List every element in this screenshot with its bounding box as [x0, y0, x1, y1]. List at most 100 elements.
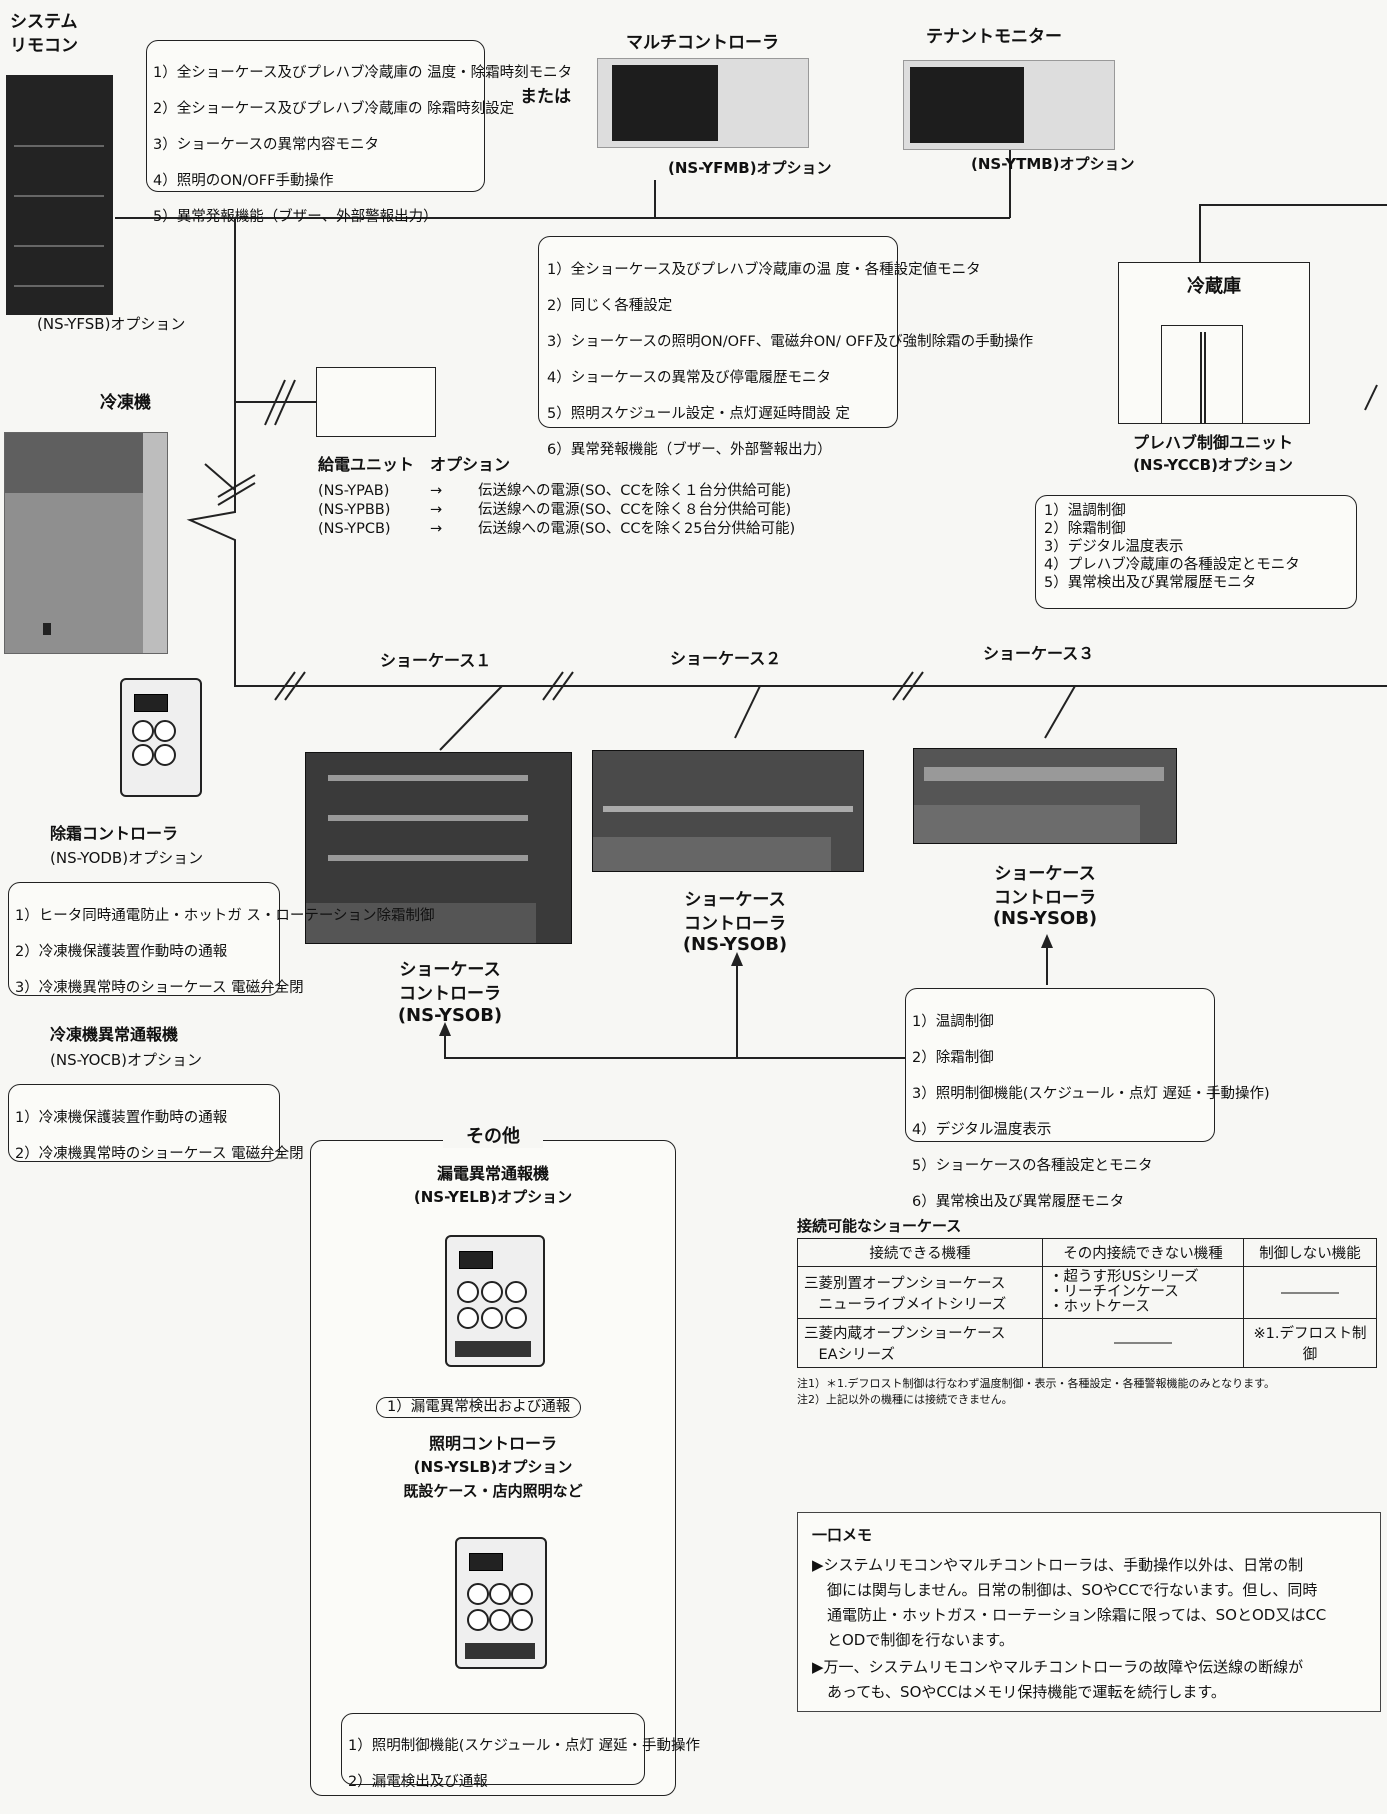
showcase-1-controller-model: (NS-YSOB) [370, 1006, 530, 1027]
multi-controller-image [597, 58, 809, 148]
memo-item: ▶システムリモコンやマルチコントローラは、手動操作以外は、日常の制 御には関与し… [812, 1553, 1326, 1653]
others-panel: その他 漏電異常通報機 (NS-YELB)オプション 1）漏電異常検出および通報… [310, 1140, 676, 1796]
list-item: 2）除霜制御 [1044, 520, 1348, 538]
showcase-2-controller-model: (NS-YSOB) [655, 935, 815, 956]
light-controller-title: 照明コントローラ [311, 1435, 675, 1453]
showcase-3-image [913, 748, 1177, 844]
defrost-controller-functions: 1）ヒータ同時通電防止・ホットガ ス・ローテーション除霜制御 2）冷凍機保護装置… [8, 882, 280, 996]
leak-alarm-function: 1）漏電異常検出および通報 [376, 1397, 581, 1418]
list-item: 2）同じく各種設定 [547, 297, 889, 315]
refrig-alarm-model: (NS-YOCB)オプション [50, 1052, 202, 1069]
memo-box: 一口メモ ▶システムリモコンやマルチコントローラは、手動操作以外は、日常の制 御… [797, 1512, 1381, 1712]
table-cell: ※1.デフロスト制御 [1244, 1319, 1377, 1368]
list-item: 1）温調制御 [912, 1013, 1208, 1031]
memo-item: ▶万一、システムリモコンやマルチコントローラの故障や伝送線の断線が あっても、S… [812, 1655, 1303, 1705]
list-item: 1）温調制御 [1044, 502, 1348, 520]
table-cell: ・超うす形USシリーズ ・リーチインケース ・ホットケース [1043, 1267, 1244, 1319]
showcase-1-controller: ショーケース コントローラ [370, 958, 530, 1006]
list-item: 1）全ショーケース及びプレハブ冷蔵庫の 温度・除霜時刻モニタ [153, 64, 478, 82]
list-item: 3）ショーケースの照明ON/OFF、電磁弁ON/ OFF及び強制除霜の手動操作 [547, 333, 889, 351]
table-cell: 三菱内蔵オープンショーケース EAシリーズ [798, 1319, 1043, 1368]
list-item: 5）異常発報機能（ブザー、外部警報出力） [153, 208, 478, 226]
refrig-alarm-functions: 1）冷凍機保護装置作動時の通報 2）冷凍機異常時のショーケース 電磁弁全閉 [8, 1084, 280, 1162]
list-item: 3）デジタル温度表示 [1044, 538, 1348, 556]
light-controller-note: 既設ケース・店内照明など [311, 1483, 675, 1500]
refrigerator-image [4, 432, 168, 654]
defrost-controller-image [120, 678, 202, 797]
list-item: 1）ヒータ同時通電防止・ホットガ ス・ローテーション除霜制御 [15, 907, 273, 925]
list-item: 5）照明スケジュール設定・点灯遅延時間設 定 [547, 405, 889, 423]
memo-title: 一口メモ [812, 1527, 872, 1544]
light-controller-functions: 1）照明制御機能(スケジュール・点灯 遅延・手動操作 2）漏電検出及び通報 [341, 1713, 645, 1785]
table-row: 三菱内蔵オープンショーケース EAシリーズ ―――― ※1.デフロスト制御 [798, 1319, 1377, 1368]
power-unit-row: (NS-YPBB)→伝送線への電源(SO、CCを除く８台分供給可能) [318, 501, 795, 520]
showcase-2-image [592, 750, 864, 872]
prefab-unit-title: プレハブ制御ユニット [1098, 434, 1328, 452]
list-item: 3）冷凍機異常時のショーケース 電磁弁全閉 [15, 979, 273, 997]
system-remocon-functions: 1）全ショーケース及びプレハブ冷蔵庫の 温度・除霜時刻モニタ 2）全ショーケース… [146, 40, 485, 192]
tenant-monitor-image [903, 60, 1115, 150]
multi-controller-title: マルチコントローラ [626, 34, 779, 54]
table-cell: ―――― [1244, 1267, 1377, 1319]
compat-table: 接続できる機種 その内接続できない機種 制御しない機能 三菱別置オープンショーケ… [797, 1238, 1377, 1368]
list-item: 2）漏電検出及び通報 [348, 1773, 638, 1791]
showcase-3-controller: ショーケース コントローラ [965, 862, 1125, 910]
compat-note-2: 注2）上記以外の機種には接続できません。 [797, 1394, 1013, 1407]
cold-storage-box: 冷蔵庫 [1118, 262, 1310, 424]
tenant-monitor-title: テナントモニター [926, 28, 1062, 48]
leak-alarm-image [445, 1235, 545, 1367]
compat-title: 接続可能なショーケース [797, 1218, 961, 1235]
list-item: 2）全ショーケース及びプレハブ冷蔵庫の 除霜時刻設定 [153, 100, 478, 118]
others-title: その他 [443, 1127, 543, 1148]
leak-alarm-model: (NS-YELB)オプション [311, 1189, 675, 1206]
showcase-3-controller-model: (NS-YSOB) [965, 909, 1125, 930]
cold-storage-title: 冷蔵庫 [1119, 277, 1309, 298]
leak-alarm-title: 漏電異常通報機 [311, 1165, 675, 1183]
table-header-row: 接続できる機種 その内接続できない機種 制御しない機能 [798, 1239, 1377, 1267]
table-header: 接続できる機種 [798, 1239, 1043, 1267]
list-item: 2）冷凍機保護装置作動時の通報 [15, 943, 273, 961]
power-unit-table: (NS-YPAB)→伝送線への電源(SO、CCを除く１台分供給可能) (NS-Y… [318, 482, 795, 539]
power-unit-title: 給電ユニット オプション [318, 456, 510, 474]
table-cell: ―――― [1043, 1319, 1244, 1368]
list-item: 6）異常発報機能（ブザー、外部警報出力） [547, 441, 889, 459]
power-unit-row: (NS-YPCB)→伝送線への電源(SO、CCを除く25台分供給可能) [318, 520, 795, 539]
power-unit-row: (NS-YPAB)→伝送線への電源(SO、CCを除く１台分供給可能) [318, 482, 795, 501]
list-item: 6）異常検出及び異常履歴モニタ [912, 1193, 1208, 1211]
cold-storage-door [1161, 325, 1243, 424]
showcase-2-label: ショーケース２ [670, 650, 781, 668]
showcase-controller-functions: 1）温調制御 2）除霜制御 3）照明制御機能(スケジュール・点灯 遅延・手動操作… [905, 988, 1215, 1142]
table-row: 三菱別置オープンショーケース ニューライブメイトシリーズ ・超うす形USシリーズ… [798, 1267, 1377, 1319]
showcase-1-label: ショーケース１ [380, 652, 491, 670]
power-unit-box [316, 367, 436, 437]
showcase-2-controller: ショーケース コントローラ [655, 888, 815, 936]
list-item: 5）ショーケースの各種設定とモニタ [912, 1157, 1208, 1175]
showcase-3-label: ショーケース３ [983, 645, 1094, 663]
compat-note-1: 注1）＊1.デフロスト制御は行なわず温度制御・表示・各種設定・各種警報機能のみと… [797, 1378, 1275, 1391]
refrig-alarm-title: 冷凍機異常通報機 [50, 1026, 178, 1044]
list-item: 4）ショーケースの異常及び停電履歴モニタ [547, 369, 889, 387]
table-header: その内接続できない機種 [1043, 1239, 1244, 1267]
prefab-unit-functions: 1）温調制御 2）除霜制御 3）デジタル温度表示 4）プレハブ冷蔵庫の各種設定と… [1035, 495, 1357, 609]
light-controller-image [455, 1537, 547, 1669]
list-item: 3）照明制御機能(スケジュール・点灯 遅延・手動操作) [912, 1085, 1208, 1103]
list-item: 4）デジタル温度表示 [912, 1121, 1208, 1139]
system-remocon-title: システム リモコン [10, 10, 78, 58]
defrost-controller-model: (NS-YODB)オプション [50, 850, 203, 867]
prefab-unit-model: (NS-YCCB)オプション [1098, 457, 1328, 474]
light-controller-model: (NS-YSLB)オプション [311, 1459, 675, 1476]
list-item: 1）照明制御機能(スケジュール・点灯 遅延・手動操作 [348, 1737, 638, 1755]
list-item: 4）照明のON/OFF手動操作 [153, 172, 478, 190]
defrost-controller-title: 除霜コントローラ [50, 825, 178, 843]
tenant-monitor-model: (NS-YTMB)オプション [971, 156, 1135, 173]
list-item: 1）冷凍機保護装置作動時の通報 [15, 1109, 273, 1127]
list-item: 2）除霜制御 [912, 1049, 1208, 1067]
multi-controller-model: (NS-YFMB)オプション [668, 160, 832, 177]
or-label: または [520, 88, 571, 108]
list-item: 3）ショーケースの異常内容モニタ [153, 136, 478, 154]
multi-controller-functions: 1）全ショーケース及びプレハブ冷蔵庫の温 度・各種設定値モニタ 2）同じく各種設… [538, 236, 898, 428]
list-item: 4）プレハブ冷蔵庫の各種設定とモニタ [1044, 556, 1348, 574]
list-item: 1）全ショーケース及びプレハブ冷蔵庫の温 度・各種設定値モニタ [547, 261, 889, 279]
table-cell: 三菱別置オープンショーケース ニューライブメイトシリーズ [798, 1267, 1043, 1319]
list-item: 5）異常検出及び異常履歴モニタ [1044, 574, 1348, 592]
